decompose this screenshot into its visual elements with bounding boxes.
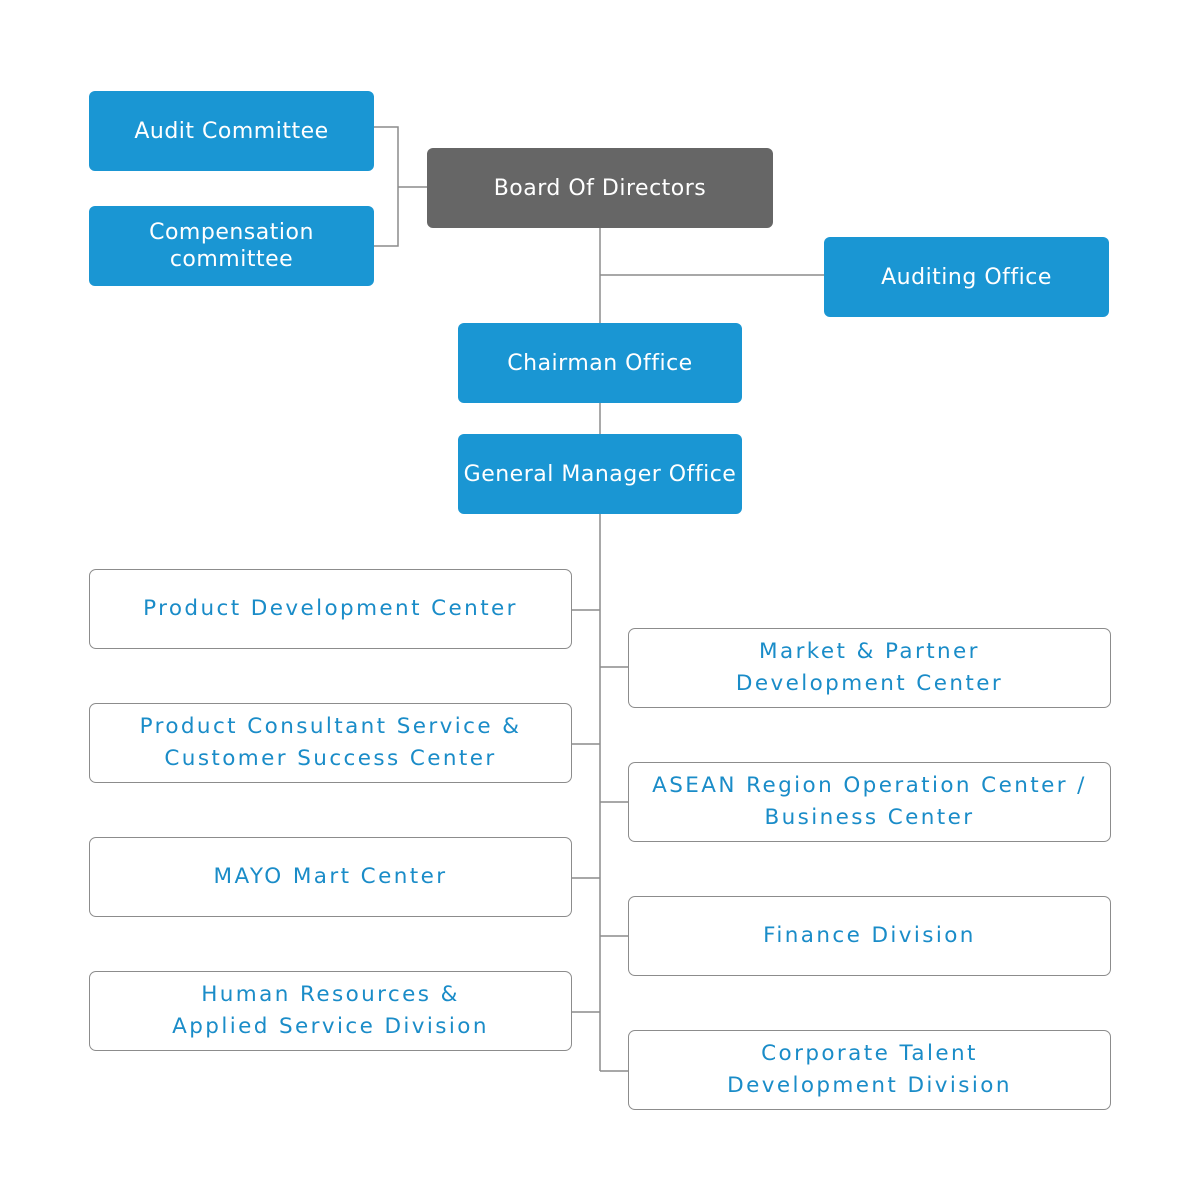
department-label: Human Resources & Applied Service Divisi… — [172, 982, 489, 1039]
compensation-committee-box: Compensation committee — [89, 206, 374, 286]
department-box-left-1: Product Development Center — [89, 569, 572, 649]
department-box-left-2: Product Consultant Service & Customer Su… — [89, 703, 572, 783]
audit-committee-label: Audit Committee — [134, 118, 329, 144]
department-label: Product Development Center — [143, 596, 518, 621]
audit-committee-box: Audit Committee — [89, 91, 374, 171]
department-box-right-2: ASEAN Region Operation Center / Business… — [628, 762, 1111, 842]
department-box-right-3: Finance Division — [628, 896, 1111, 976]
connector-audit-committee — [374, 126, 399, 247]
department-label: Product Consultant Service & Customer Su… — [139, 714, 522, 771]
department-label: Market & Partner Development Center — [735, 639, 1004, 696]
board-of-directors-box: Board Of Directors — [427, 148, 773, 228]
auditing-office-box: Auditing Office — [824, 237, 1109, 317]
general-manager-office-label: General Manager Office — [463, 461, 737, 487]
department-label: Corporate Talent Development Division — [727, 1041, 1012, 1098]
department-box-right-4: Corporate Talent Development Division — [628, 1030, 1111, 1110]
general-manager-office-box: General Manager Office — [458, 434, 742, 514]
department-label: Finance Division — [763, 923, 976, 948]
department-label: MAYO Mart Center — [213, 864, 448, 889]
department-label: ASEAN Region Operation Center / Business… — [652, 773, 1087, 830]
compensation-committee-label: Compensation committee — [149, 220, 314, 272]
department-box-left-4: Human Resources & Applied Service Divisi… — [89, 971, 572, 1051]
department-box-right-1: Market & Partner Development Center — [628, 628, 1111, 708]
auditing-office-label: Auditing Office — [881, 264, 1052, 290]
department-box-left-3: MAYO Mart Center — [89, 837, 572, 917]
board-of-directors-label: Board Of Directors — [493, 175, 707, 201]
chairman-office-label: Chairman Office — [507, 350, 693, 376]
chairman-office-box: Chairman Office — [458, 323, 742, 403]
